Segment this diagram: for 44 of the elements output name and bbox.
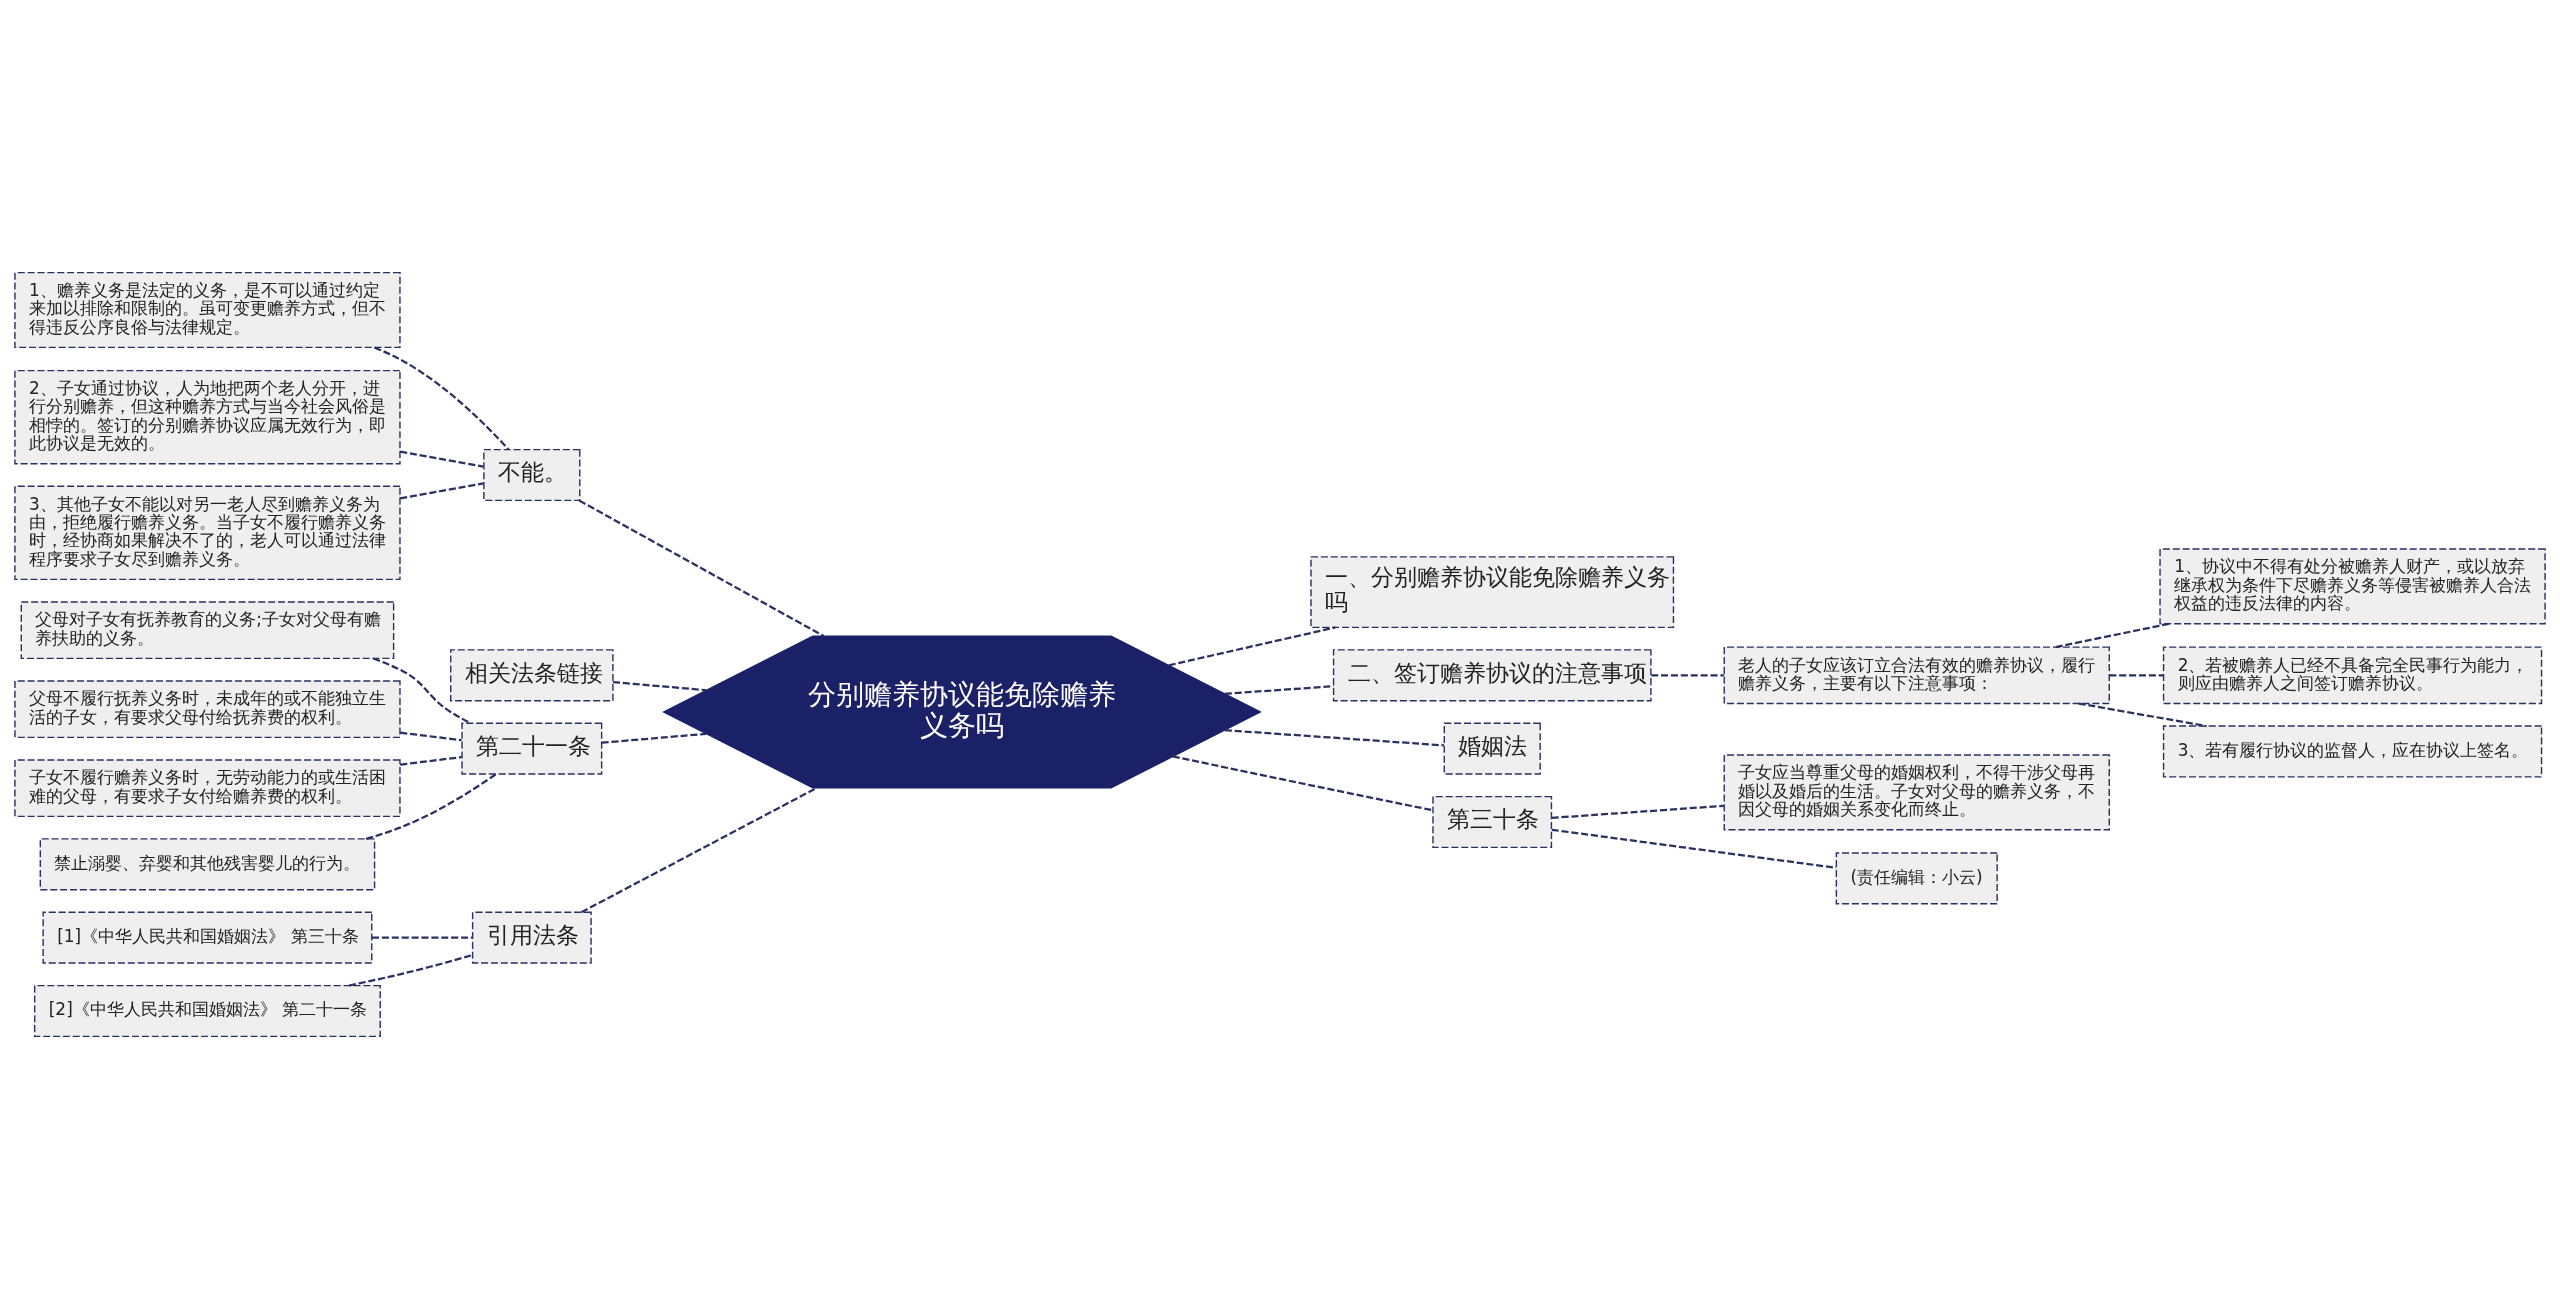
node-box: 不能。	[483, 448, 581, 502]
node-box: 第二十一条	[461, 722, 603, 775]
connector	[399, 755, 462, 766]
node-box: 婚姻法	[1443, 722, 1541, 775]
connector	[580, 786, 818, 914]
node-box: 二、签订赡养协议的注意事项	[1332, 649, 1652, 702]
node-box: 3、其他子女不能以对另一老人尽到赡养义务为由，拒绝履行赡养义务。当子女不履行赡养义务时，经协商如果解决不了的，老人可以通过法律程序要求子女尽到赡养义务。	[14, 485, 401, 581]
node-box: 父母不履行抚养义务时，未成年的或不能独立生活的子女，有要求父母付给抚养费的权利。	[14, 680, 401, 739]
node-box: 相关法条链接	[450, 649, 614, 702]
node-box: (责任编辑：小云)	[1835, 852, 1998, 905]
node-box: 3、若有履行协议的监督人，应在协议上签名。	[2162, 725, 2543, 778]
node-box: 一、分别赡养协议能免除赡养义务吗	[1310, 556, 1675, 629]
node-box: 老人的子女应该订立合法有效的赡养协议，履行赡养义务，主要有以下注意事项：	[1723, 646, 2110, 705]
connector	[365, 773, 497, 840]
connector	[399, 482, 484, 500]
connector	[1224, 729, 1445, 747]
connector	[372, 936, 473, 939]
connector	[601, 732, 707, 744]
connector	[1168, 626, 1336, 667]
node-box: 2、若被赡养人已经不具备完全民事行为能力，则应由赡养人之间签订赡养协议。	[2162, 646, 2543, 705]
connector	[1172, 755, 1434, 812]
connector	[399, 731, 462, 742]
node-box: 引用法条	[471, 911, 592, 964]
node-box: 子女应当尊重父母的婚姻权利，不得干涉父母再婚以及婚后的生活。子女对父母的赡养义务，不因父母的婚姻关系变化而终止。	[1723, 754, 2110, 831]
connector	[2055, 622, 2169, 649]
connector	[372, 657, 471, 725]
connector	[2109, 674, 2164, 677]
connector	[1651, 674, 1725, 677]
node-box: 禁止溺婴、弃婴和其他残害婴儿的行为。	[39, 838, 376, 891]
node-box: [1]《中华人民共和国婚姻法》 第三十条	[42, 911, 373, 964]
connector	[374, 346, 510, 451]
node-box: 2、子女通过协议，人为地把两个老人分开，进行分别赡养，但这种赡养方式与当今社会风俗是相悖的。签订的分别赡养协议应属无效行为，即此协议是无效的。	[14, 369, 401, 465]
connector	[399, 450, 484, 468]
connector	[1551, 804, 1724, 819]
node-box: [2]《中华人民共和国婚姻法》 第二十一条	[33, 984, 381, 1038]
node-box: 1、赡养义务是法定的义务，是不可以通过约定来加以排除和限制的。虽可变更赡养方式，但不得违反公序良俗与法律规定。	[14, 271, 401, 349]
node-box: 子女不履行赡养义务时，无劳动能力的或生活困难的父母，有要求子女付给赡养费的权利。	[14, 759, 401, 818]
connector	[1224, 685, 1334, 695]
connector	[578, 499, 825, 638]
node-box: 1、协议中不得有处分被赡养人财产，或以放弃继承权为条件下尽赡养义务等侵害被赡养人合法权益的违反法律的内容。	[2159, 548, 2546, 625]
node-box: 父母对子女有抚养教育的义务;子女对父母有赡养扶助的义务。	[20, 601, 395, 660]
node-box: 第三十条	[1432, 795, 1553, 849]
connector	[348, 954, 473, 987]
connector	[613, 681, 707, 692]
